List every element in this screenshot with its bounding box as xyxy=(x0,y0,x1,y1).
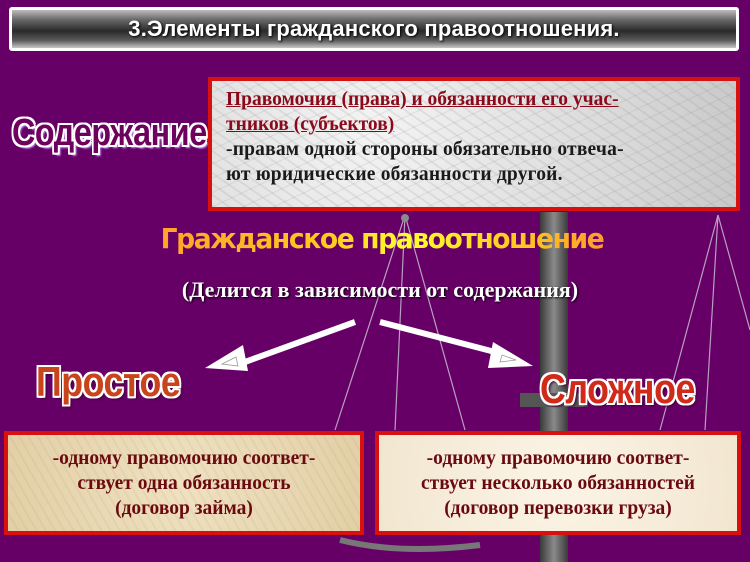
simple-label: Простое xyxy=(36,358,181,405)
simple-line1: -одному правомочию соответ- xyxy=(52,447,316,469)
content-heading-line1: Правомочия (права) и обязанности его уча… xyxy=(226,89,619,110)
content-body-line1: -правам одной стороны обязательно отвеча… xyxy=(226,139,624,160)
title-bar: 3.Элементы гражданского правоотношения. xyxy=(9,7,739,51)
complex-label: Сложное xyxy=(540,365,695,412)
simple-description-box: -одному правомочию соответ- ствует одна … xyxy=(4,431,364,535)
complex-line3: (договор перевозки груза) xyxy=(444,497,672,519)
simple-line2: ствует одна обязанность xyxy=(77,472,291,494)
content-definition-box: Правомочия (права) и обязанности его уча… xyxy=(208,77,740,211)
content-body-line2: ют юридические обязанности другой. xyxy=(226,164,563,185)
complex-description-box: -одному правомочию соответ- ствует неско… xyxy=(375,431,741,535)
complex-line1: -одному правомочию соответ- xyxy=(426,447,690,469)
content-heading-line2: тников (субъектов) xyxy=(226,114,395,135)
content-label: Содержание xyxy=(12,112,207,154)
main-heading: Гражданское правоотношение xyxy=(126,222,639,255)
slide-title: 3.Элементы гражданского правоотношения. xyxy=(128,16,620,41)
division-subtitle: (Делится в зависимости от содержания) xyxy=(181,277,579,302)
complex-line2: ствует несколько обязанностей xyxy=(421,472,695,494)
simple-line3: (договор займа) xyxy=(115,497,253,519)
